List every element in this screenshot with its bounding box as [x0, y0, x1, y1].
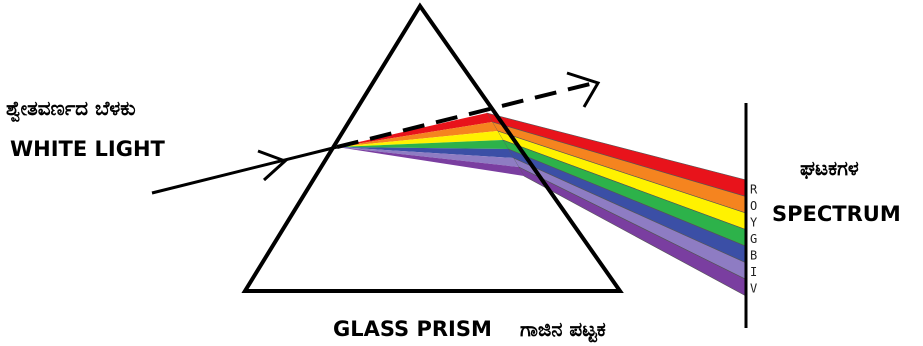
white-light-kannada: ಶ್ವೇತವರ್ಣದ ಬೆಳಕು	[6, 96, 136, 123]
band-letter-g: G	[750, 232, 757, 246]
band-letter-y: Y	[750, 215, 758, 229]
band-letter-v: V	[750, 282, 757, 296]
band-letter-b: B	[750, 249, 757, 263]
spectrum-label: SPECTRUM	[772, 202, 901, 226]
white-light-label: WHITE LIGHT	[10, 137, 166, 161]
band-letter-r: R	[750, 182, 758, 196]
band-letter-o: O	[750, 199, 757, 213]
band-letter-i: I	[750, 265, 757, 279]
spectrum-kannada: ಘಟಕಗಳ	[800, 156, 859, 180]
exit-spectrum-bands	[487, 113, 746, 296]
glass-prism-kannada: ಗಾಜಿನ ಪಟ್ಟಕ	[520, 317, 606, 343]
glass-prism-label: GLASS PRISM	[333, 317, 492, 341]
